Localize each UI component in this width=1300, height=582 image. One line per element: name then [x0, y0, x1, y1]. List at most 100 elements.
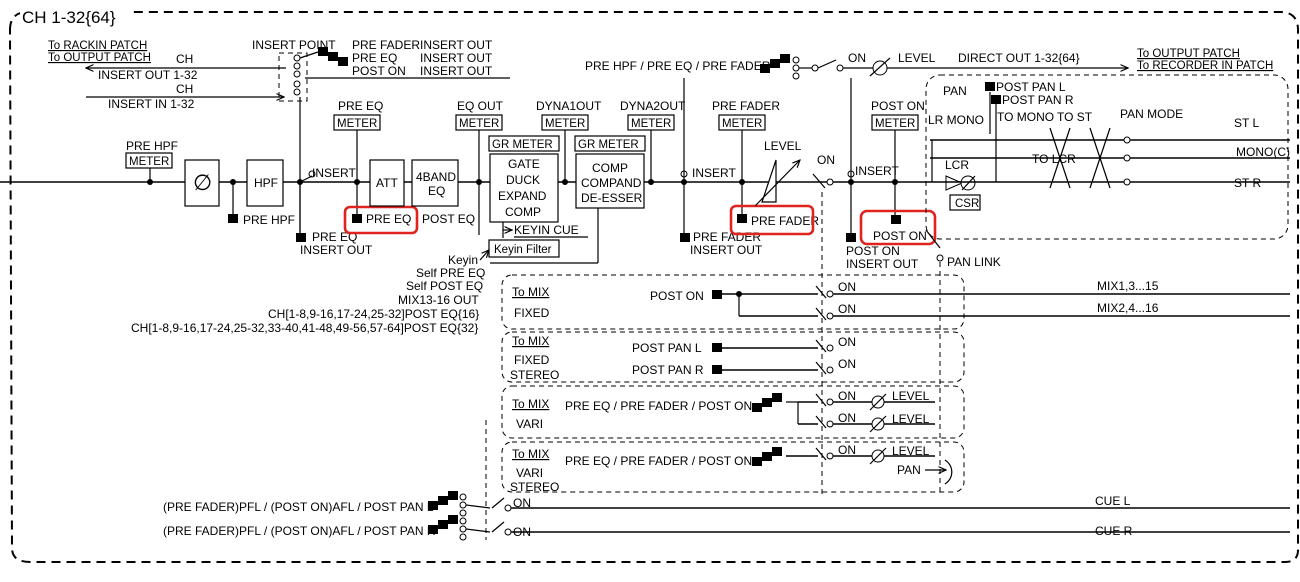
dyna2-out-label: DYNA2OUT	[620, 99, 686, 113]
dyna2-block[interactable]	[575, 153, 645, 209]
fader-level-label: LEVEL	[764, 139, 802, 153]
dyna1-gate: GATE	[508, 157, 540, 171]
mix-even-bus: MIX2,4...16	[1097, 301, 1159, 315]
output-patch-link[interactable]: To OUTPUT PATCH	[48, 52, 151, 64]
post-on-meter-label: POST ON	[871, 99, 925, 113]
dyna1-comp: COMP	[505, 205, 541, 219]
mix-fixed-stereo-to-mix: To MIX	[512, 334, 549, 348]
post-pan-r: POST PAN R	[1002, 93, 1074, 107]
post-eq-tap: POST EQ	[422, 212, 475, 226]
keyin-filter-block[interactable]	[488, 239, 560, 258]
keyin-source-3[interactable]: MIX13-16 OUT	[398, 293, 479, 307]
dyna1-gr-meter-text: GR METER	[492, 139, 553, 151]
dyna2-comp: COMP	[592, 161, 628, 175]
mix-fixed-stereo-stereo: STEREO	[510, 368, 559, 382]
direct-level[interactable]: LEVEL	[898, 51, 936, 65]
mix-post-pan-l: POST PAN L	[632, 341, 702, 355]
mix-vari-level-2[interactable]: LEVEL	[892, 412, 930, 426]
keyin-source-5[interactable]: CH[1-8,9-16,17-24,25-32,33-40,41-48,49-5…	[131, 321, 478, 335]
cue-l-on[interactable]: ON	[513, 496, 531, 510]
att-label: ATT	[376, 176, 398, 190]
eq-block[interactable]	[411, 159, 459, 207]
mix-vari-type: VARI	[516, 417, 543, 431]
phase-block[interactable]	[184, 159, 220, 207]
mix-stereo-on-2[interactable]: ON	[838, 357, 856, 371]
mix-vari-on-1[interactable]: ON	[838, 389, 856, 403]
keyin-source-0: Keyin	[448, 253, 478, 267]
mix-fixed-on-2[interactable]: ON	[838, 302, 856, 316]
pre-fader-insert-label: PRE FADER	[693, 230, 761, 244]
dyna1-block[interactable]	[489, 153, 559, 223]
pre-eq-tap: PRE EQ	[366, 212, 411, 226]
mix-vari-source-select[interactable]: PRE EQ / PRE FADER / POST ON	[565, 399, 752, 413]
mix-vari-group	[501, 385, 965, 439]
mix-vari-level-1[interactable]: LEVEL	[892, 389, 930, 403]
pre-eq-insert-out-label: INSERT OUT	[300, 243, 373, 257]
to-output-patch-link[interactable]: To OUTPUT PATCH	[1137, 48, 1240, 60]
mix-vari-on-2[interactable]: ON	[838, 411, 856, 425]
eq-out-meter-text: METER	[459, 118, 499, 130]
dyna2-gr-meter	[574, 135, 646, 152]
post-on-insert-label: POST ON	[846, 244, 900, 258]
st-r-bus: ST R	[1234, 176, 1261, 190]
to-mono-label: TO MONO	[997, 110, 1054, 124]
rackin-patch-link[interactable]: To RACKIN PATCH	[48, 40, 147, 52]
direct-source-select[interactable]: PRE HPF / PRE EQ / PRE FADER	[585, 59, 771, 73]
dyna1-expand: EXPAND	[498, 189, 547, 203]
pre-hpf-meter	[125, 152, 173, 169]
post-on-tap: POST ON	[873, 229, 927, 243]
mix-vari-stereo-group	[501, 441, 965, 493]
mix-vari-stereo-on[interactable]: ON	[838, 443, 856, 457]
mix-vari-stereo-vari: VARI	[516, 466, 543, 480]
mix-vari-stereo-pan[interactable]: PAN	[897, 463, 921, 477]
cue-l-source[interactable]: (PRE FADER)PFL / (POST ON)AFL / POST PAN…	[163, 500, 434, 514]
pre-hpf-tap: PRE HPF	[243, 213, 295, 227]
insert-point-pre-eq[interactable]: PRE EQ	[352, 51, 397, 65]
insert-point-label: INSERT POINT	[252, 38, 336, 52]
mix-vari-stereo-stereo: STEREO	[510, 480, 559, 494]
pan-label: PAN	[943, 84, 967, 98]
pre-fader-meter-label: PRE FADER	[712, 99, 780, 113]
dyna1-meter-text: METER	[545, 118, 585, 130]
to-recorder-patch-link[interactable]: To RECORDER IN PATCH	[1137, 60, 1273, 72]
ch-out-label: CH	[176, 52, 193, 66]
insert-out-1: INSERT OUT	[420, 38, 493, 52]
cue-r-source[interactable]: (PRE FADER)PFL / (POST ON)AFL / POST PAN…	[163, 524, 436, 538]
channel-on-switch[interactable]: ON	[817, 153, 835, 167]
phase-symbol: ∅	[193, 170, 212, 195]
direct-on-switch[interactable]: ON	[848, 51, 866, 65]
mix-vari-stereo-level[interactable]: LEVEL	[892, 444, 930, 458]
cue-r-bus: CUE R	[1095, 524, 1133, 538]
insert-point-pre-fader[interactable]: PRE FADER	[352, 38, 420, 52]
lr-mono-label: LR MONO	[928, 113, 984, 127]
keyin-source-2[interactable]: Self POST EQ	[406, 279, 483, 293]
mix-fixed-type: FIXED	[514, 306, 550, 320]
mix-fixed-on-1[interactable]: ON	[838, 280, 856, 294]
mix-fixed-post-on: POST ON	[650, 289, 704, 303]
pre-hpf-meter-text: METER	[129, 156, 169, 168]
keyin-source-4[interactable]: CH[1-8,9-16,17-24,25-32]POST EQ{16}	[268, 307, 479, 321]
csr-box[interactable]	[949, 194, 981, 211]
keyin-cue[interactable]: KEYIN CUE	[514, 223, 579, 237]
mix-vari-stereo-to-mix: To MIX	[512, 447, 549, 461]
pre-eq-insert-label: PRE EQ	[312, 230, 357, 244]
insert-out-3: INSERT OUT	[420, 64, 493, 78]
att-block[interactable]	[369, 159, 405, 207]
post-on-meter-text: METER	[875, 118, 915, 130]
insert-point-post-on[interactable]: POST ON	[352, 64, 406, 78]
mix-stereo-on-1[interactable]: ON	[838, 335, 856, 349]
insert-3-label: INSERT	[855, 164, 899, 178]
mix-fixed-stereo-fixed: FIXED	[514, 353, 550, 367]
hpf-block[interactable]	[246, 159, 284, 207]
fader-level[interactable]	[761, 159, 777, 203]
dyna1-duck: DUCK	[506, 173, 540, 187]
insert-point-switch[interactable]	[278, 52, 308, 102]
mix-vari-stereo-source-select[interactable]: PRE EQ / PRE FADER / POST ON	[565, 454, 752, 468]
pan-link-label[interactable]: PAN LINK	[947, 255, 1001, 269]
eq-label-1: 4BAND	[416, 170, 456, 184]
dyna2-deesser: DE-ESSER	[581, 191, 643, 205]
keyin-source-1[interactable]: Self PRE EQ	[416, 266, 485, 280]
pre-hpf-label: PRE HPF	[126, 139, 178, 153]
